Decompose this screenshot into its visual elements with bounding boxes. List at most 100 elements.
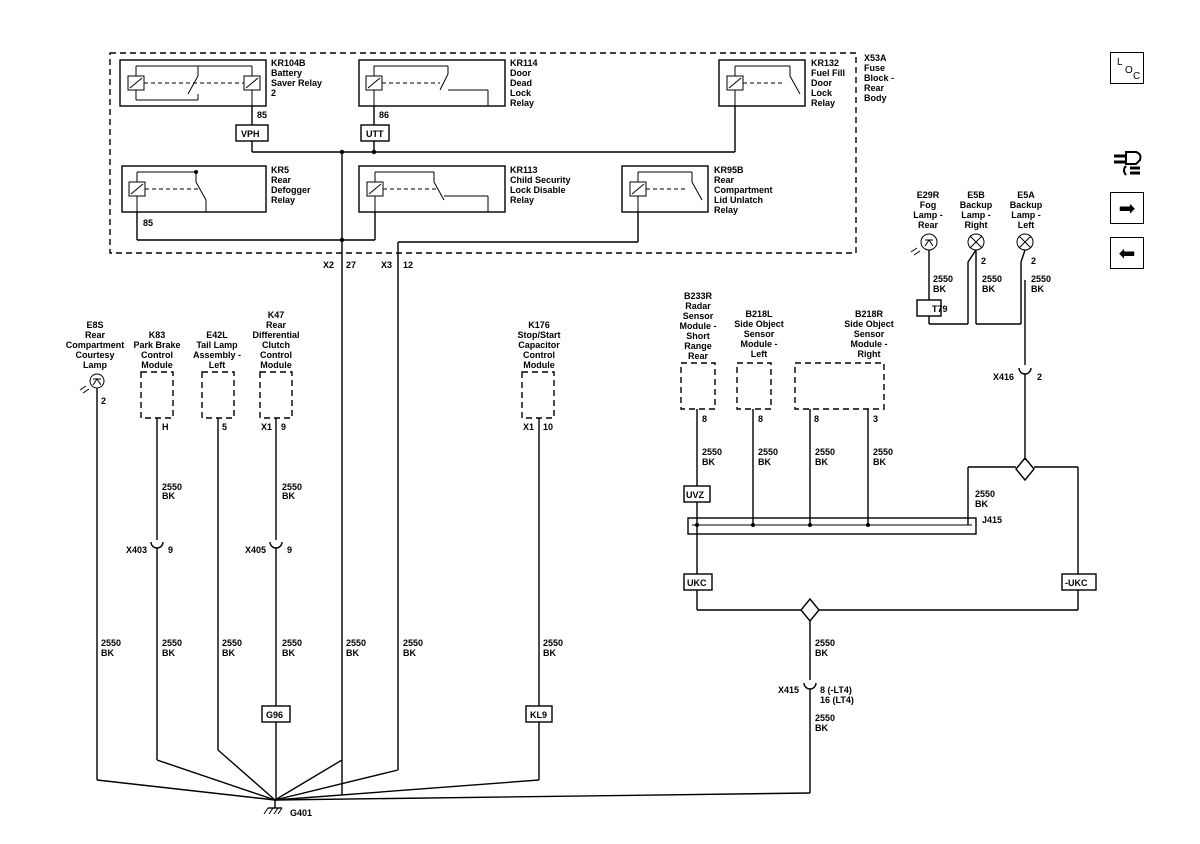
svg-text:Module -: Module - [680,321,717,331]
component-e5b: E5B Backup Lamp - Right 2 [960,190,993,266]
svg-text:2: 2 [1031,256,1036,266]
loc-letter-o: O [1125,65,1133,76]
svg-text:Fuse: Fuse [864,63,885,73]
svg-text:BK: BK [815,648,828,658]
svg-text:Lamp: Lamp [83,360,108,370]
arrow-left-icon: ⬅ [1118,241,1136,265]
svg-text:2: 2 [981,256,986,266]
svg-text:8: 8 [814,414,819,424]
svg-text:Module -: Module - [741,339,778,349]
svg-text:H: H [162,422,169,432]
svg-text:Module: Module [523,360,555,370]
svg-text:Saver Relay: Saver Relay [271,78,322,88]
svg-text:Right: Right [858,349,881,359]
svg-text:2550: 2550 [403,638,423,648]
svg-text:8: 8 [702,414,707,424]
svg-text:Door: Door [510,68,531,78]
ground-wires [96,388,811,801]
svg-text:Module: Module [260,360,292,370]
component-e42l: E42L Tail Lamp Assembly - Left 5 [193,330,241,432]
splice-vph: VPH [235,124,269,142]
component-b233r: B233R Radar Sensor Module - Short Range … [680,291,717,424]
svg-text:Defogger: Defogger [271,185,311,195]
svg-text:BK: BK [162,648,175,658]
svg-text:Park Brake: Park Brake [133,340,180,350]
svg-text:BK: BK [282,648,295,658]
svg-text:BK: BK [702,457,715,467]
svg-text:2550: 2550 [1031,274,1051,284]
svg-text:Sensor: Sensor [854,329,885,339]
svg-text:2550: 2550 [815,447,835,457]
relay-kr132: KR132 Fuel Fill Door Lock Relay [718,58,845,108]
svg-text:Lamp -: Lamp - [1011,210,1041,220]
svg-text:G401: G401 [290,808,312,818]
svg-text:Relay: Relay [811,98,835,108]
svg-text:E5A: E5A [1017,190,1035,200]
next-page-button[interactable]: ➡ [1110,192,1144,224]
connector-x415: X415 8 (-LT4) 16 (LT4) [778,685,854,705]
relay-kr104b: KR104B Battery Saver Relay 2 [119,58,322,107]
svg-text:Left: Left [1018,220,1035,230]
sensor-wires: UVZ UKC -UKC J415 [683,409,1097,740]
svg-text:10: 10 [543,422,553,432]
svg-text:2: 2 [271,88,276,98]
connector-tool-button[interactable] [1110,146,1144,178]
svg-text:Rear: Rear [688,351,709,361]
svg-text:BK: BK [543,648,556,658]
connector-x2-x3: X2 27 X3 12 [323,260,413,270]
connector-x403: X403 9 [126,545,173,555]
relay-pin-labels: 85 86 85 [143,110,389,228]
svg-text:BK: BK [815,723,828,733]
svg-text:8 (-LT4): 8 (-LT4) [820,685,852,695]
svg-text:9: 9 [168,545,173,555]
svg-text:Sensor: Sensor [744,329,775,339]
svg-text:BK: BK [101,648,114,658]
svg-text:BK: BK [282,491,295,501]
svg-text:KR104B: KR104B [271,58,306,68]
svg-text:2550: 2550 [873,447,893,457]
previous-page-button[interactable]: ⬅ [1110,237,1144,269]
svg-text:-UKC: -UKC [1065,578,1088,588]
lamp-wires: T79 [916,249,1032,460]
location-button[interactable]: L O C [1110,52,1144,84]
svg-text:Module -: Module - [851,339,888,349]
svg-text:85: 85 [257,110,267,120]
splice-kl9: KL9 [525,705,553,723]
svg-text:Side Object: Side Object [734,319,784,329]
svg-text:E29R: E29R [917,190,940,200]
component-b218r: B218R Side Object Sensor Module - Right … [794,309,894,424]
svg-text:Rear: Rear [864,83,885,93]
svg-text:Capacitor: Capacitor [518,340,560,350]
svg-text:Relay: Relay [714,205,738,215]
svg-text:Lock: Lock [510,88,532,98]
svg-text:Range: Range [684,341,712,351]
svg-text:Battery: Battery [271,68,302,78]
svg-text:KR95B: KR95B [714,165,744,175]
fuse-block-label: X53A Fuse Block - Rear Body [864,53,894,103]
svg-text:BK: BK [982,284,995,294]
loc-letter-c: C [1133,71,1141,82]
svg-text:T79: T79 [932,304,948,314]
svg-text:BK: BK [975,499,988,509]
connector-x416: X416 2 [993,372,1042,382]
svg-text:BK: BK [222,648,235,658]
svg-text:2550: 2550 [282,482,302,492]
svg-text:2: 2 [101,396,106,406]
svg-text:Door: Door [811,78,832,88]
svg-text:K176: K176 [528,320,550,330]
svg-text:2550: 2550 [282,638,302,648]
svg-text:BK: BK [933,284,946,294]
svg-text:2550: 2550 [815,713,835,723]
svg-text:KR113: KR113 [510,165,538,175]
svg-text:UKC: UKC [687,578,707,588]
svg-text:B218R: B218R [855,309,884,319]
svg-text:9: 9 [281,422,286,432]
svg-text:Rear: Rear [918,220,939,230]
svg-text:Stop/Start: Stop/Start [517,330,560,340]
arrow-right-icon: ➡ [1118,196,1136,220]
svg-text:Rear: Rear [271,175,292,185]
svg-text:G96: G96 [266,710,283,720]
svg-text:Lamp -: Lamp - [913,210,943,220]
svg-text:Rear: Rear [85,330,106,340]
